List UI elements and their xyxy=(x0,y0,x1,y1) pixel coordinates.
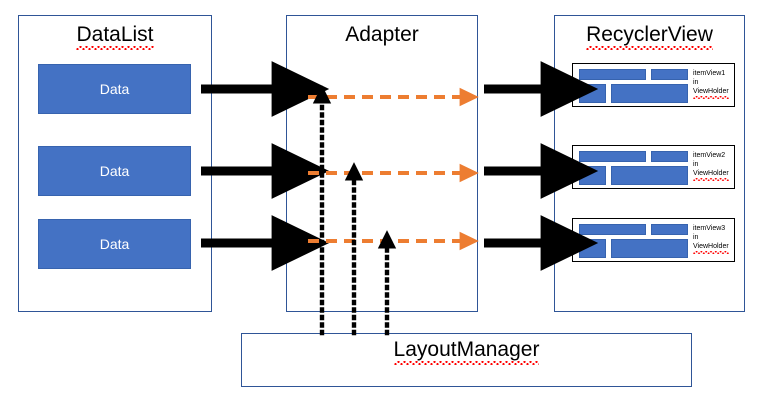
item-card-2-bar-body xyxy=(611,166,688,185)
item-card-3-connector: in xyxy=(693,234,699,241)
item-card-1-bar-top-wide xyxy=(579,69,646,80)
data-block-3: Data xyxy=(38,219,191,269)
data-block-2: Data xyxy=(38,146,191,196)
item-card-3-holder: ViewHolder xyxy=(693,243,729,254)
panel-datalist-title-text: DataList xyxy=(76,23,154,50)
panel-layoutmanager: LayoutManager xyxy=(241,333,692,387)
panel-adapter-title: Adapter xyxy=(287,24,477,45)
item-card-1: itemView1 in ViewHolder xyxy=(572,63,735,107)
item-card-1-bar-top-narrow xyxy=(651,69,688,80)
item-card-3-bar-thumb xyxy=(579,239,606,258)
item-card-1-name: itemView1 xyxy=(693,70,726,77)
item-card-1-holder: ViewHolder xyxy=(693,88,729,99)
item-card-1-connector: in xyxy=(693,79,699,86)
item-card-2-bar-top-narrow xyxy=(651,151,688,162)
item-card-1-bar-body xyxy=(611,84,688,103)
item-card-1-label: itemView1 in ViewHolder xyxy=(693,69,729,99)
item-card-3-label: itemView3 in ViewHolder xyxy=(693,224,729,254)
item-card-3-bar-body xyxy=(611,239,688,258)
data-block-1: Data xyxy=(38,64,191,114)
panel-adapter-title-text: Adapter xyxy=(345,23,419,46)
panel-layoutmanager-title: LayoutManager xyxy=(242,338,691,365)
item-card-3-bar-top-wide xyxy=(579,224,646,235)
item-card-2-label: itemView2 in ViewHolder xyxy=(693,151,729,181)
item-card-2-holder: ViewHolder xyxy=(693,170,729,181)
item-card-1-bar-thumb xyxy=(579,84,606,103)
item-card-3-name: itemView3 xyxy=(693,225,726,232)
data-block-1-label: Data xyxy=(99,81,130,97)
panel-recyclerview-title: RecyclerView xyxy=(555,23,744,50)
data-block-3-label: Data xyxy=(99,236,130,252)
item-card-2-bar-top-wide xyxy=(579,151,646,162)
item-card-2-connector: in xyxy=(693,161,699,168)
data-block-2-label: Data xyxy=(99,163,130,179)
item-card-3-bar-top-narrow xyxy=(651,224,688,235)
item-card-2: itemView2 in ViewHolder xyxy=(572,145,735,189)
item-card-2-bar-thumb xyxy=(579,166,606,185)
arrow-data-to-adapter-group xyxy=(201,61,330,271)
item-card-2-name: itemView2 xyxy=(693,152,726,159)
item-card-3: itemView3 in ViewHolder xyxy=(572,218,735,262)
panel-adapter: Adapter xyxy=(286,15,478,312)
panel-layoutmanager-title-text: LayoutManager xyxy=(393,338,540,365)
panel-recyclerview-title-text: RecyclerView xyxy=(586,23,713,50)
panel-datalist-title: DataList xyxy=(19,23,211,50)
arrow-adapter-to-recycler-group xyxy=(484,61,599,271)
